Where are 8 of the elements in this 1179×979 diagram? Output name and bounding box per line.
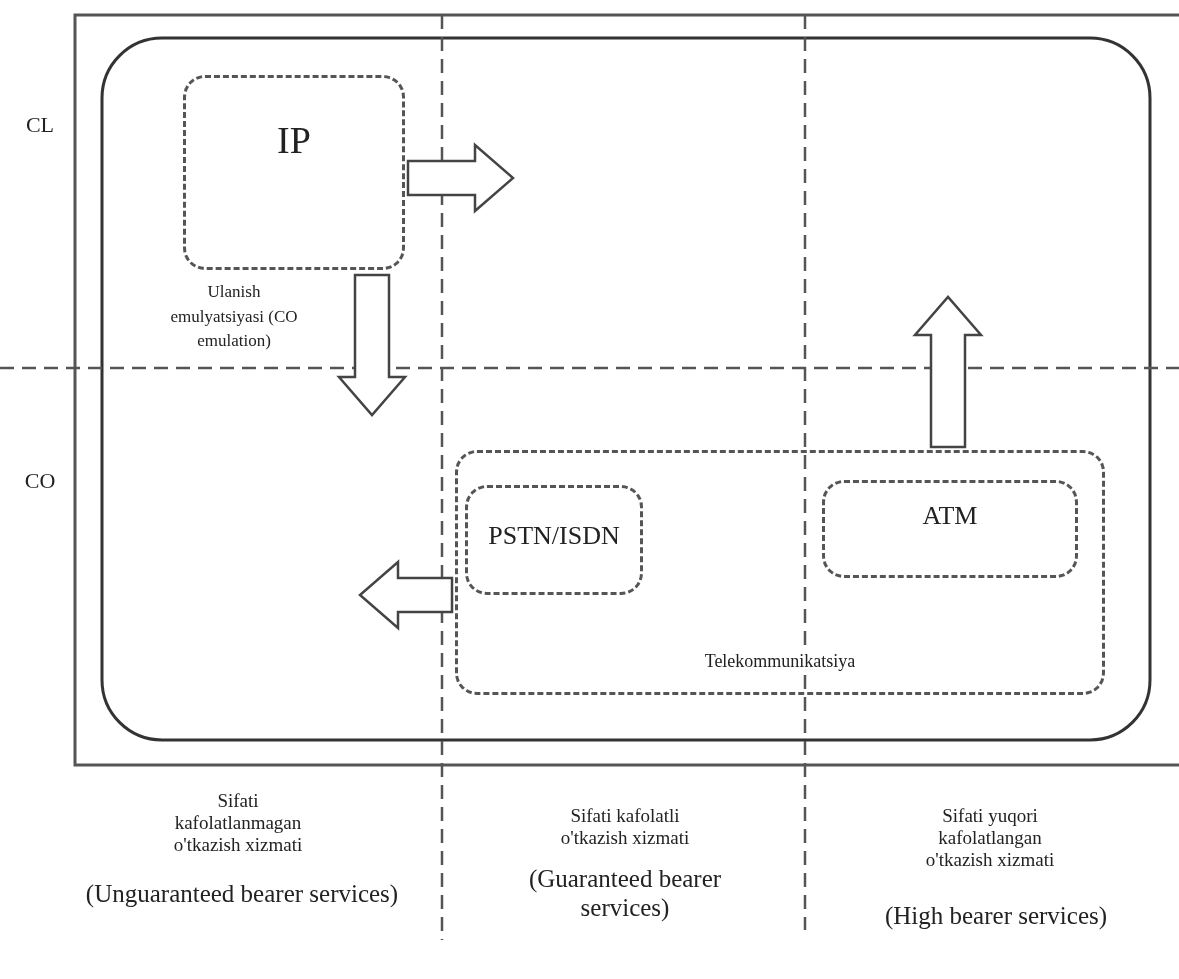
block-arrow bbox=[406, 142, 515, 214]
process-box bbox=[465, 485, 643, 595]
process-box bbox=[183, 75, 405, 270]
process-box bbox=[822, 480, 1078, 578]
block-arrow bbox=[912, 295, 984, 449]
block-arrow bbox=[336, 273, 408, 417]
group-box bbox=[455, 450, 1105, 695]
block-arrow bbox=[358, 559, 454, 631]
